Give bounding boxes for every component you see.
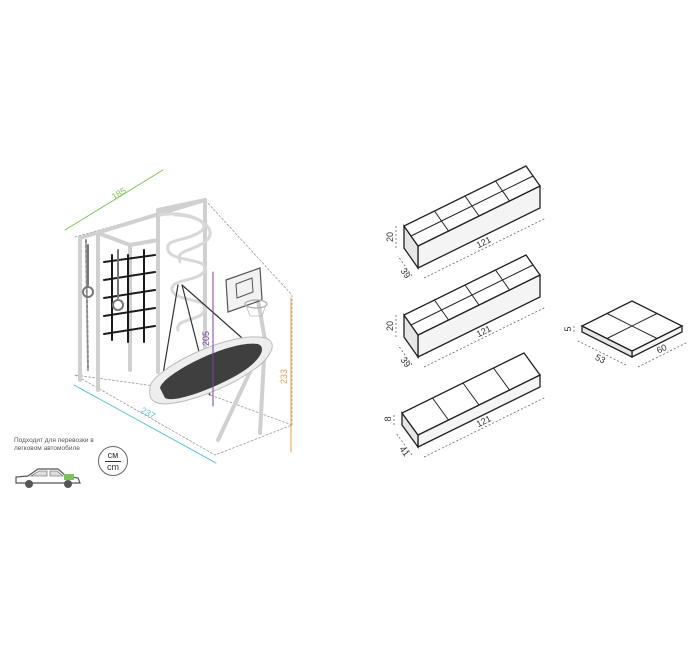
depth-guide (575, 339, 627, 366)
box-depth-label: 39 (398, 355, 412, 369)
length-guide (423, 306, 547, 368)
length-dimension-line (73, 384, 217, 464)
height-label: 233 (279, 369, 289, 384)
climbing-rope (85, 239, 89, 371)
box-seam (410, 175, 534, 237)
box-seam (410, 264, 534, 326)
box-seam (462, 382, 480, 406)
play-structure (64, 169, 294, 464)
length-guide (423, 396, 547, 458)
box-seam (432, 397, 449, 421)
depth-guide (395, 432, 413, 456)
width-dimension-line (64, 169, 164, 231)
unit-bottom: cm (107, 461, 119, 472)
unit-badge: см cm (98, 446, 128, 476)
package-box: 60 53 5 (563, 300, 689, 368)
dimension-lines (64, 169, 292, 464)
climbing-net (103, 249, 156, 343)
box-height-label: 20 (385, 232, 395, 242)
box-seam (493, 367, 510, 391)
box-depth-label: 39 (398, 266, 412, 280)
car-icon (15, 468, 81, 488)
box-height-label: 20 (385, 321, 395, 331)
box-length-label: 60 (655, 342, 668, 355)
length-guide (423, 217, 547, 279)
length-label: 237 (139, 405, 157, 421)
width-label: 185 (110, 185, 128, 201)
unit-top: см (107, 449, 119, 460)
depth-guide (397, 255, 413, 277)
length-guide (637, 341, 689, 368)
box-height-label: 5 (563, 326, 573, 331)
box-depth-label: 53 (594, 352, 607, 365)
transport-note: Подходит для перевозки в легковом автомо… (14, 437, 94, 452)
inner-height-label: 205 (201, 331, 211, 346)
spiral-ladder (158, 212, 212, 332)
box-depth-label: 41 (397, 444, 411, 458)
gym-rings (82, 244, 124, 311)
depth-guide (397, 344, 413, 366)
unit-divider (105, 460, 121, 462)
basketball-board (225, 267, 268, 317)
box-height-label: 8 (383, 416, 393, 421)
nest-swing (149, 336, 273, 405)
box-seam (606, 313, 658, 339)
